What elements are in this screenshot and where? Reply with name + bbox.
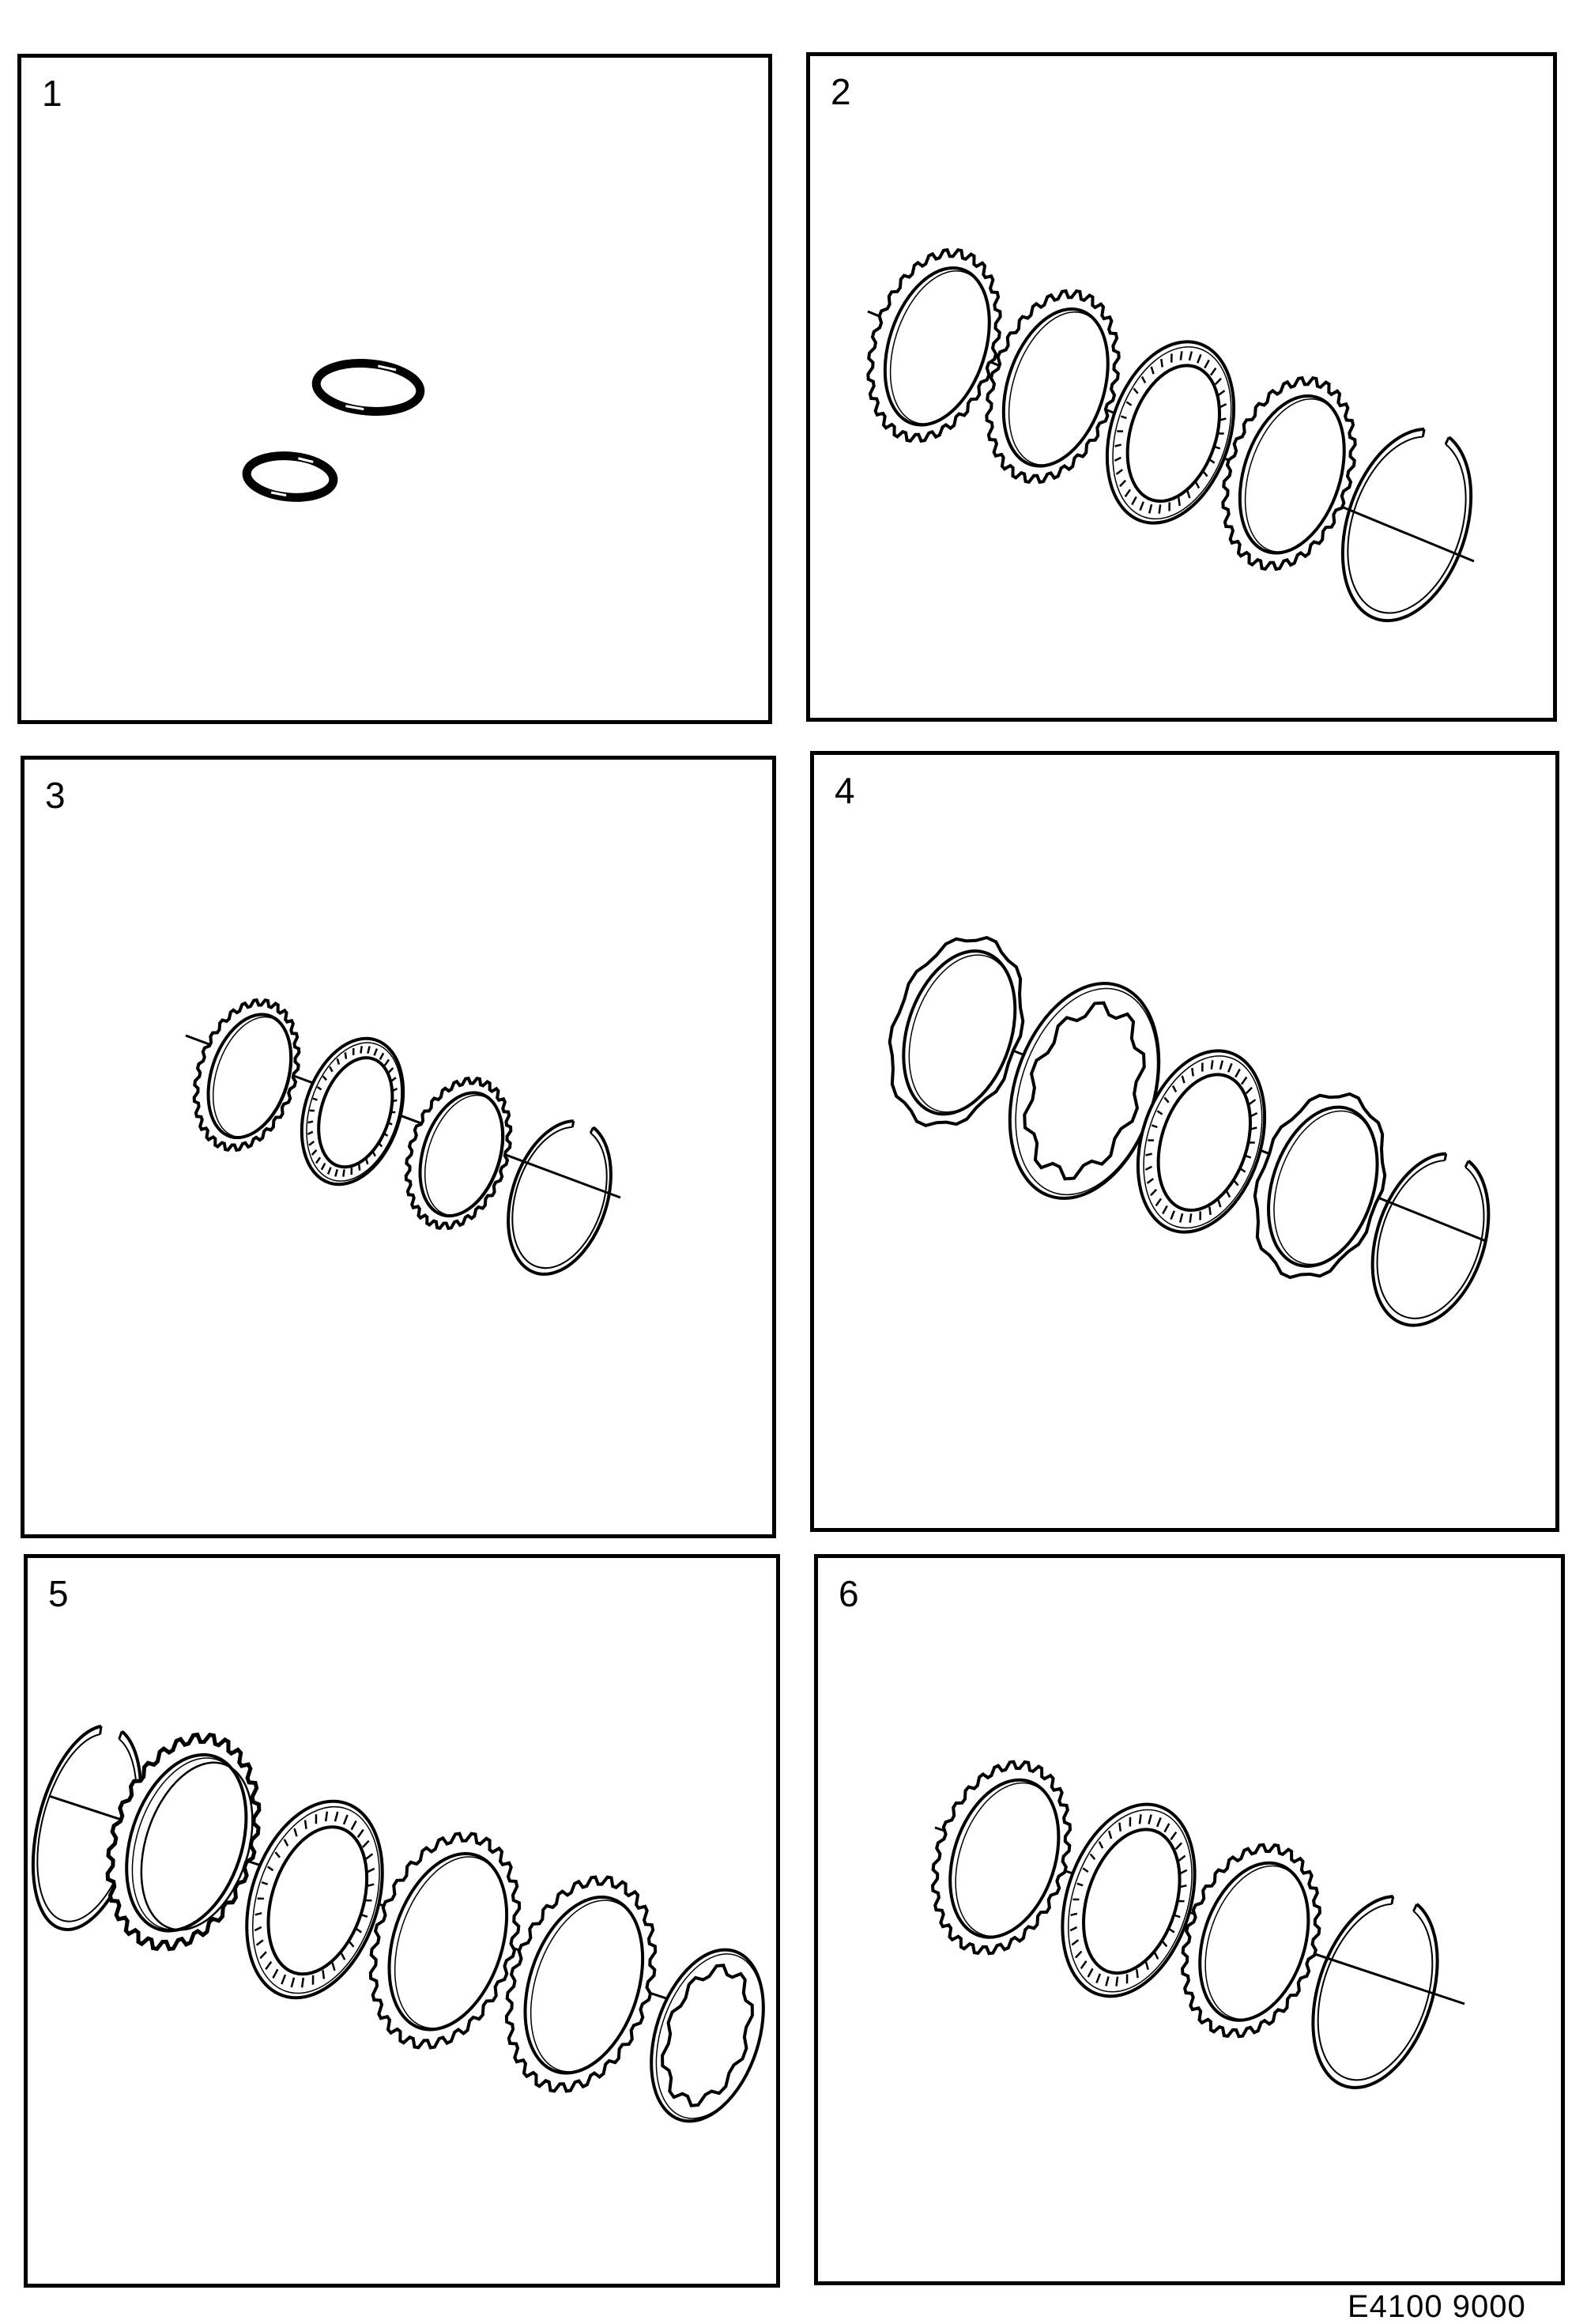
panel-6: 6 xyxy=(814,1554,1565,2285)
panel-5: 5 xyxy=(24,1554,780,2288)
panel-4: 4 xyxy=(810,751,1559,1532)
panel-number: 6 xyxy=(839,1573,859,1614)
figure-code: E4100 9000 xyxy=(1348,2289,1526,2324)
panel-2: 2 xyxy=(806,52,1557,722)
panel-number: 4 xyxy=(835,770,855,811)
panel-number: 1 xyxy=(42,73,62,114)
panel-number: 3 xyxy=(45,775,66,816)
panel-3: 3 xyxy=(21,756,776,1538)
panel-number: 5 xyxy=(48,1573,69,1614)
panel-number: 2 xyxy=(831,71,851,112)
panel-1: 1 xyxy=(17,54,772,724)
